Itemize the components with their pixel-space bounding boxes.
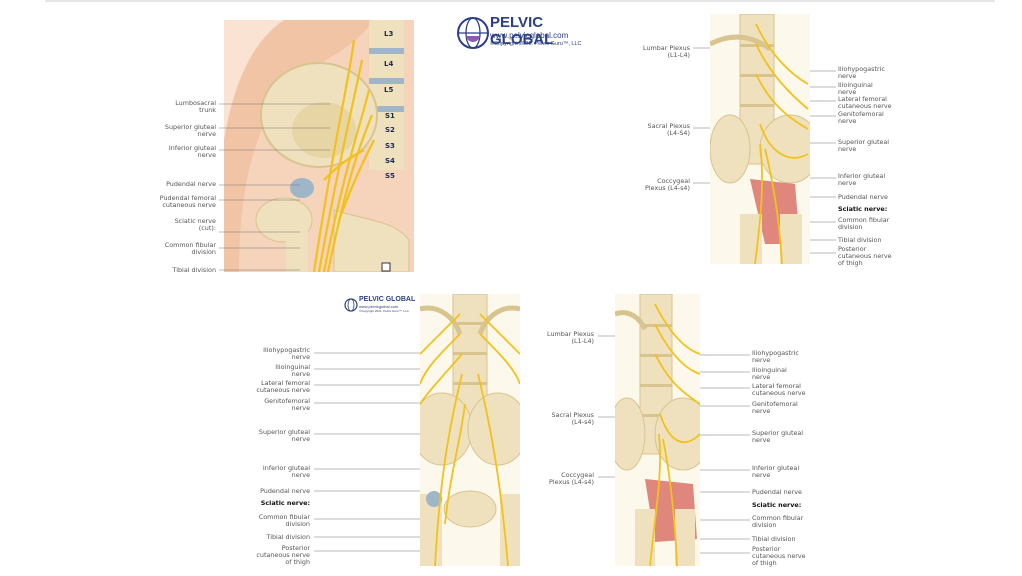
label-superior-gluteal: Superior gluteal nerve (258, 428, 310, 443)
label-superior-gluteal: Superior gluteal nerve (164, 123, 216, 138)
vertebra-label: L4 (384, 60, 394, 68)
top-divider (45, 0, 995, 2)
label-common-fibular: Common fibular division (752, 514, 804, 529)
label-posterior-cutaneous: Posterior cutaneous nerve of thigh (838, 245, 892, 267)
label-lateral-femoral: Lateral femoral cutaneous nerve (256, 379, 310, 394)
posterior-pelvis-plexus-illustration (710, 14, 810, 264)
anterior-pelvis-illustration (420, 294, 520, 566)
label-ilioinguinal: Ilioinguinal nerve (752, 366, 787, 381)
vertebra-label: S3 (385, 142, 395, 150)
globe-icon (344, 298, 358, 312)
label-iliohypogastric: Iliohypogastric nerve (838, 65, 885, 80)
label-genitofemoral: Genitofemoral nerve (264, 397, 310, 412)
label-sciatic: Sciatic nerve: (838, 205, 888, 213)
label-ilioinguinal: Ilioinguinal nerve (838, 81, 873, 96)
label-posterior-cutaneous: Posterior cutaneous nerve of thigh (256, 544, 310, 566)
label-sciatic: Sciatic nerve: (260, 499, 310, 507)
label-tibial: Tibial division (266, 533, 311, 541)
vertebra-label: S4 (385, 157, 395, 165)
label-inferior-gluteal: Inferior gluteal nerve (168, 144, 216, 159)
label-common-fibular: Common fibular division (164, 241, 216, 256)
label-lumbosacral-trunk: Lumbosacral trunk (175, 99, 216, 114)
label-sciatic-cut: Sciatic nerve (cut): (174, 217, 216, 232)
globe-icon (457, 17, 489, 49)
logo-title: PELVIC GLOBAL (359, 296, 416, 303)
vertebra-label: L3 (384, 30, 394, 38)
vertebra-label: L5 (384, 86, 394, 94)
label-lumbar-plexus: Lumbar Plexus (L1-L4) (547, 330, 594, 345)
label-lumbar-plexus: Lumbar Plexus (L1-L4) (643, 44, 690, 59)
label-coccygeal-plexus: Coccygeal Plexus (L4-s4) (549, 471, 594, 486)
vertebra-label: S2 (385, 126, 395, 134)
label-sciatic: Sciatic nerve: (752, 501, 802, 509)
label-genitofemoral: Genitofemoral nerve (838, 110, 884, 125)
label-tibial: Tibial division (752, 535, 796, 543)
label-sacral-plexus: Sacral Plexus (L4-s4) (551, 411, 594, 426)
logo-copyright: ©Copyright 2021. Pelvic Guru™, LLC (490, 41, 582, 47)
label-pudendal: Pudendal nerve (838, 193, 888, 201)
label-superior-gluteal: Superior gluteal nerve (752, 429, 804, 444)
label-sacral-plexus: Sacral Plexus (L4-S4) (647, 122, 690, 137)
anterior-pelvis-drawing (420, 294, 520, 566)
logo-title: PELVIC GLOBAL (490, 14, 554, 48)
label-tibial: Tibial division (172, 266, 217, 274)
label-genitofemoral: Genitofemoral nerve (752, 400, 798, 415)
label-ilioinguinal: Ilioinguinal nerve (275, 363, 310, 378)
logo-copyright: ©Copyright 2021. Pelvic Guru™, LLC (359, 309, 409, 313)
vertebra-label: S1 (385, 112, 395, 120)
label-posterior-cutaneous: Posterior cutaneous nerve of thigh (752, 545, 806, 567)
label-pudendal: Pudendal nerve (166, 180, 216, 188)
label-pudendal: Pudendal nerve (260, 487, 310, 495)
lateral-pelvis-drawing (224, 20, 414, 272)
label-common-fibular: Common fibular division (258, 513, 310, 528)
label-inferior-gluteal: Inferior gluteal nerve (838, 172, 886, 187)
label-lateral-femoral: Lateral femoral cutaneous nerve (752, 382, 806, 397)
posterior-pelvis-plexus-illustration-2 (615, 294, 700, 566)
posterior-pelvis-drawing (710, 14, 810, 264)
logo-url: www.pelvicglobal.com (490, 31, 569, 40)
label-iliohypogastric: Iliohypogastric nerve (263, 346, 310, 361)
pelvic-global-logo: PELVIC GLOBAL www.pelvicglobal.com ©Copy… (456, 14, 606, 54)
label-coccygeal-plexus: Coccygeal Plexus (L4-s4) (645, 177, 690, 192)
lateral-pelvis-illustration: L3 L4 L5 S1 S2 S3 S4 S5 (224, 20, 414, 272)
label-pudendal-femoral: Pudendal femoral cutaneous nerve (159, 194, 216, 209)
label-inferior-gluteal: Inferior gluteal nerve (752, 464, 800, 479)
pelvic-global-logo-small: PELVIC GLOBAL www.pelvicglobal.com ©Copy… (344, 296, 434, 316)
logo-url: www.pelvicglobal.com (359, 304, 399, 309)
label-inferior-gluteal: Inferior gluteal nerve (262, 464, 310, 479)
label-tibial: Tibial division (838, 236, 882, 244)
posterior-pelvis-drawing (615, 294, 700, 566)
label-iliohypogastric: Iliohypogastric nerve (752, 349, 799, 364)
label-pudendal: Pudendal nerve (752, 488, 802, 496)
label-superior-gluteal: Superior gluteal nerve (838, 138, 890, 153)
label-common-fibular: Common fibular division (838, 216, 890, 231)
label-lateral-femoral: Lateral femoral cutaneous nerve (838, 95, 892, 110)
vertebra-label: S5 (385, 172, 395, 180)
